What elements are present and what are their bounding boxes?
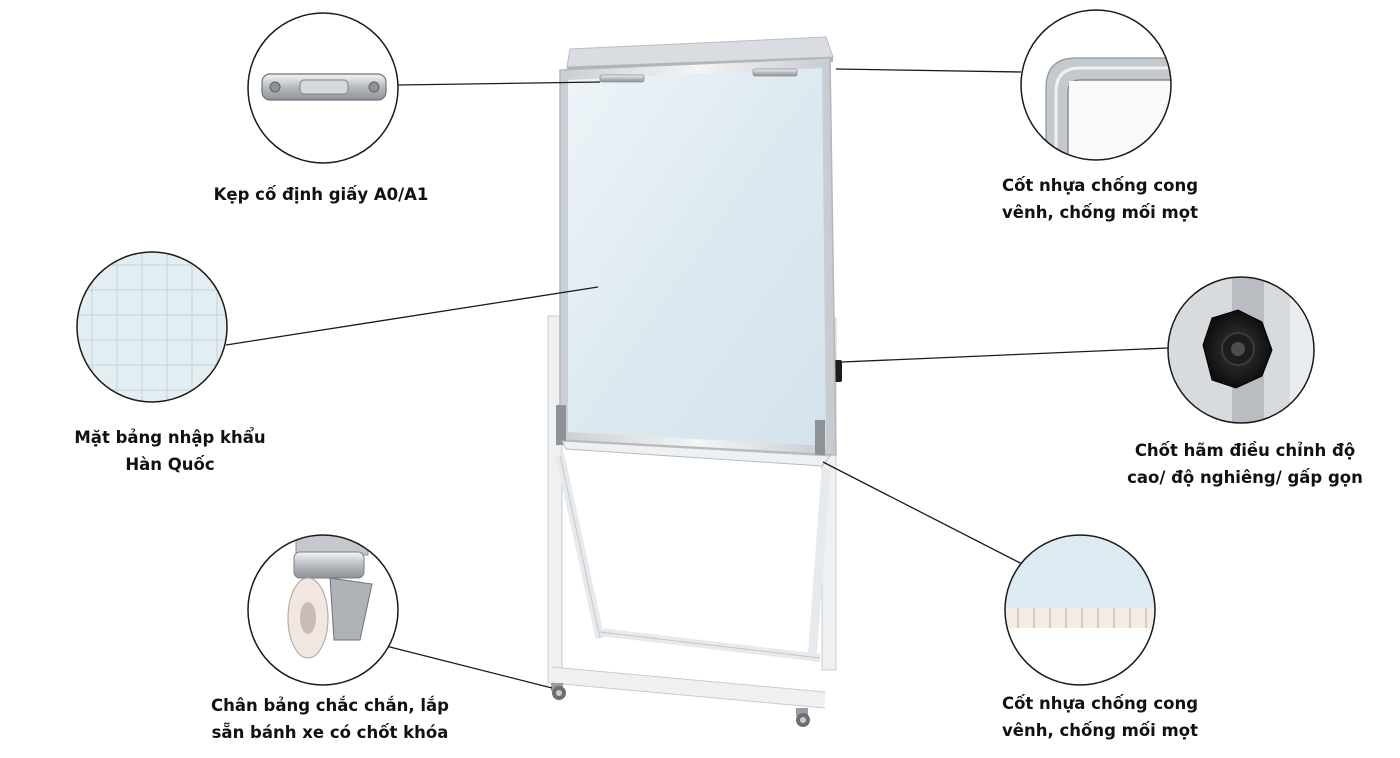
caption-board-surface-line1: Mặt bảng nhập khẩu: [74, 428, 266, 447]
caption-lock-knob-line1: Chốt hãm điều chỉnh độ: [1134, 441, 1356, 460]
flipchart-stand: [547, 36, 842, 727]
leader-line-surface: [225, 286, 599, 346]
caption-stand-casters-line1: Chân bảng chắc chắn, lắp: [211, 696, 449, 715]
detail-circle-surface: [76, 251, 228, 403]
caption-paper-clip-line1: Kẹp cố định giấy A0/A1: [213, 185, 429, 204]
caption-lock-knob-line2: cao/ độ nghiêng/ gấp gọn: [1127, 468, 1363, 487]
detail-circle-edge: [1004, 534, 1156, 686]
leader-line-corner: [835, 68, 1022, 73]
caption-frame-corner-line1: Cốt nhựa chống cong: [1001, 176, 1199, 195]
caption-board-edge-line1: Cốt nhựa chống cong: [1001, 694, 1199, 713]
caption-board-edge-line2: vênh, chống mối mọt: [1002, 721, 1198, 740]
detail-circle-stand: [247, 534, 399, 686]
leader-lines: [225, 68, 1169, 689]
caption-frame-corner: Cốt nhựa chống cong vênh, chống mối mọt: [940, 172, 1260, 226]
leader-line-knob: [841, 347, 1169, 363]
caption-board-edge: Cốt nhựa chống cong vênh, chống mối mọt: [940, 690, 1260, 744]
caption-lock-knob: Chốt hãm điều chỉnh độ cao/ độ nghiêng/ …: [1100, 437, 1390, 491]
detail-circle-knob: [1167, 276, 1315, 424]
caption-stand-casters-line2: sẵn bánh xe có chốt khóa: [211, 723, 449, 742]
leader-line-edge: [822, 461, 1025, 566]
caption-board-surface-line2: Hàn Quốc: [125, 455, 215, 474]
leader-line-stand: [381, 644, 553, 689]
detail-circle-clip: [247, 12, 399, 164]
caption-frame-corner-line2: vênh, chống mối mọt: [1002, 203, 1198, 222]
detail-circle-corner: [1020, 9, 1172, 161]
caption-stand-casters: Chân bảng chắc chắn, lắp sẵn bánh xe có …: [175, 692, 485, 746]
caption-paper-clip: Kẹp cố định giấy A0/A1: [190, 181, 452, 208]
leader-line-clip: [397, 81, 601, 86]
caption-board-surface: Mặt bảng nhập khẩu Hàn Quốc: [20, 424, 320, 478]
